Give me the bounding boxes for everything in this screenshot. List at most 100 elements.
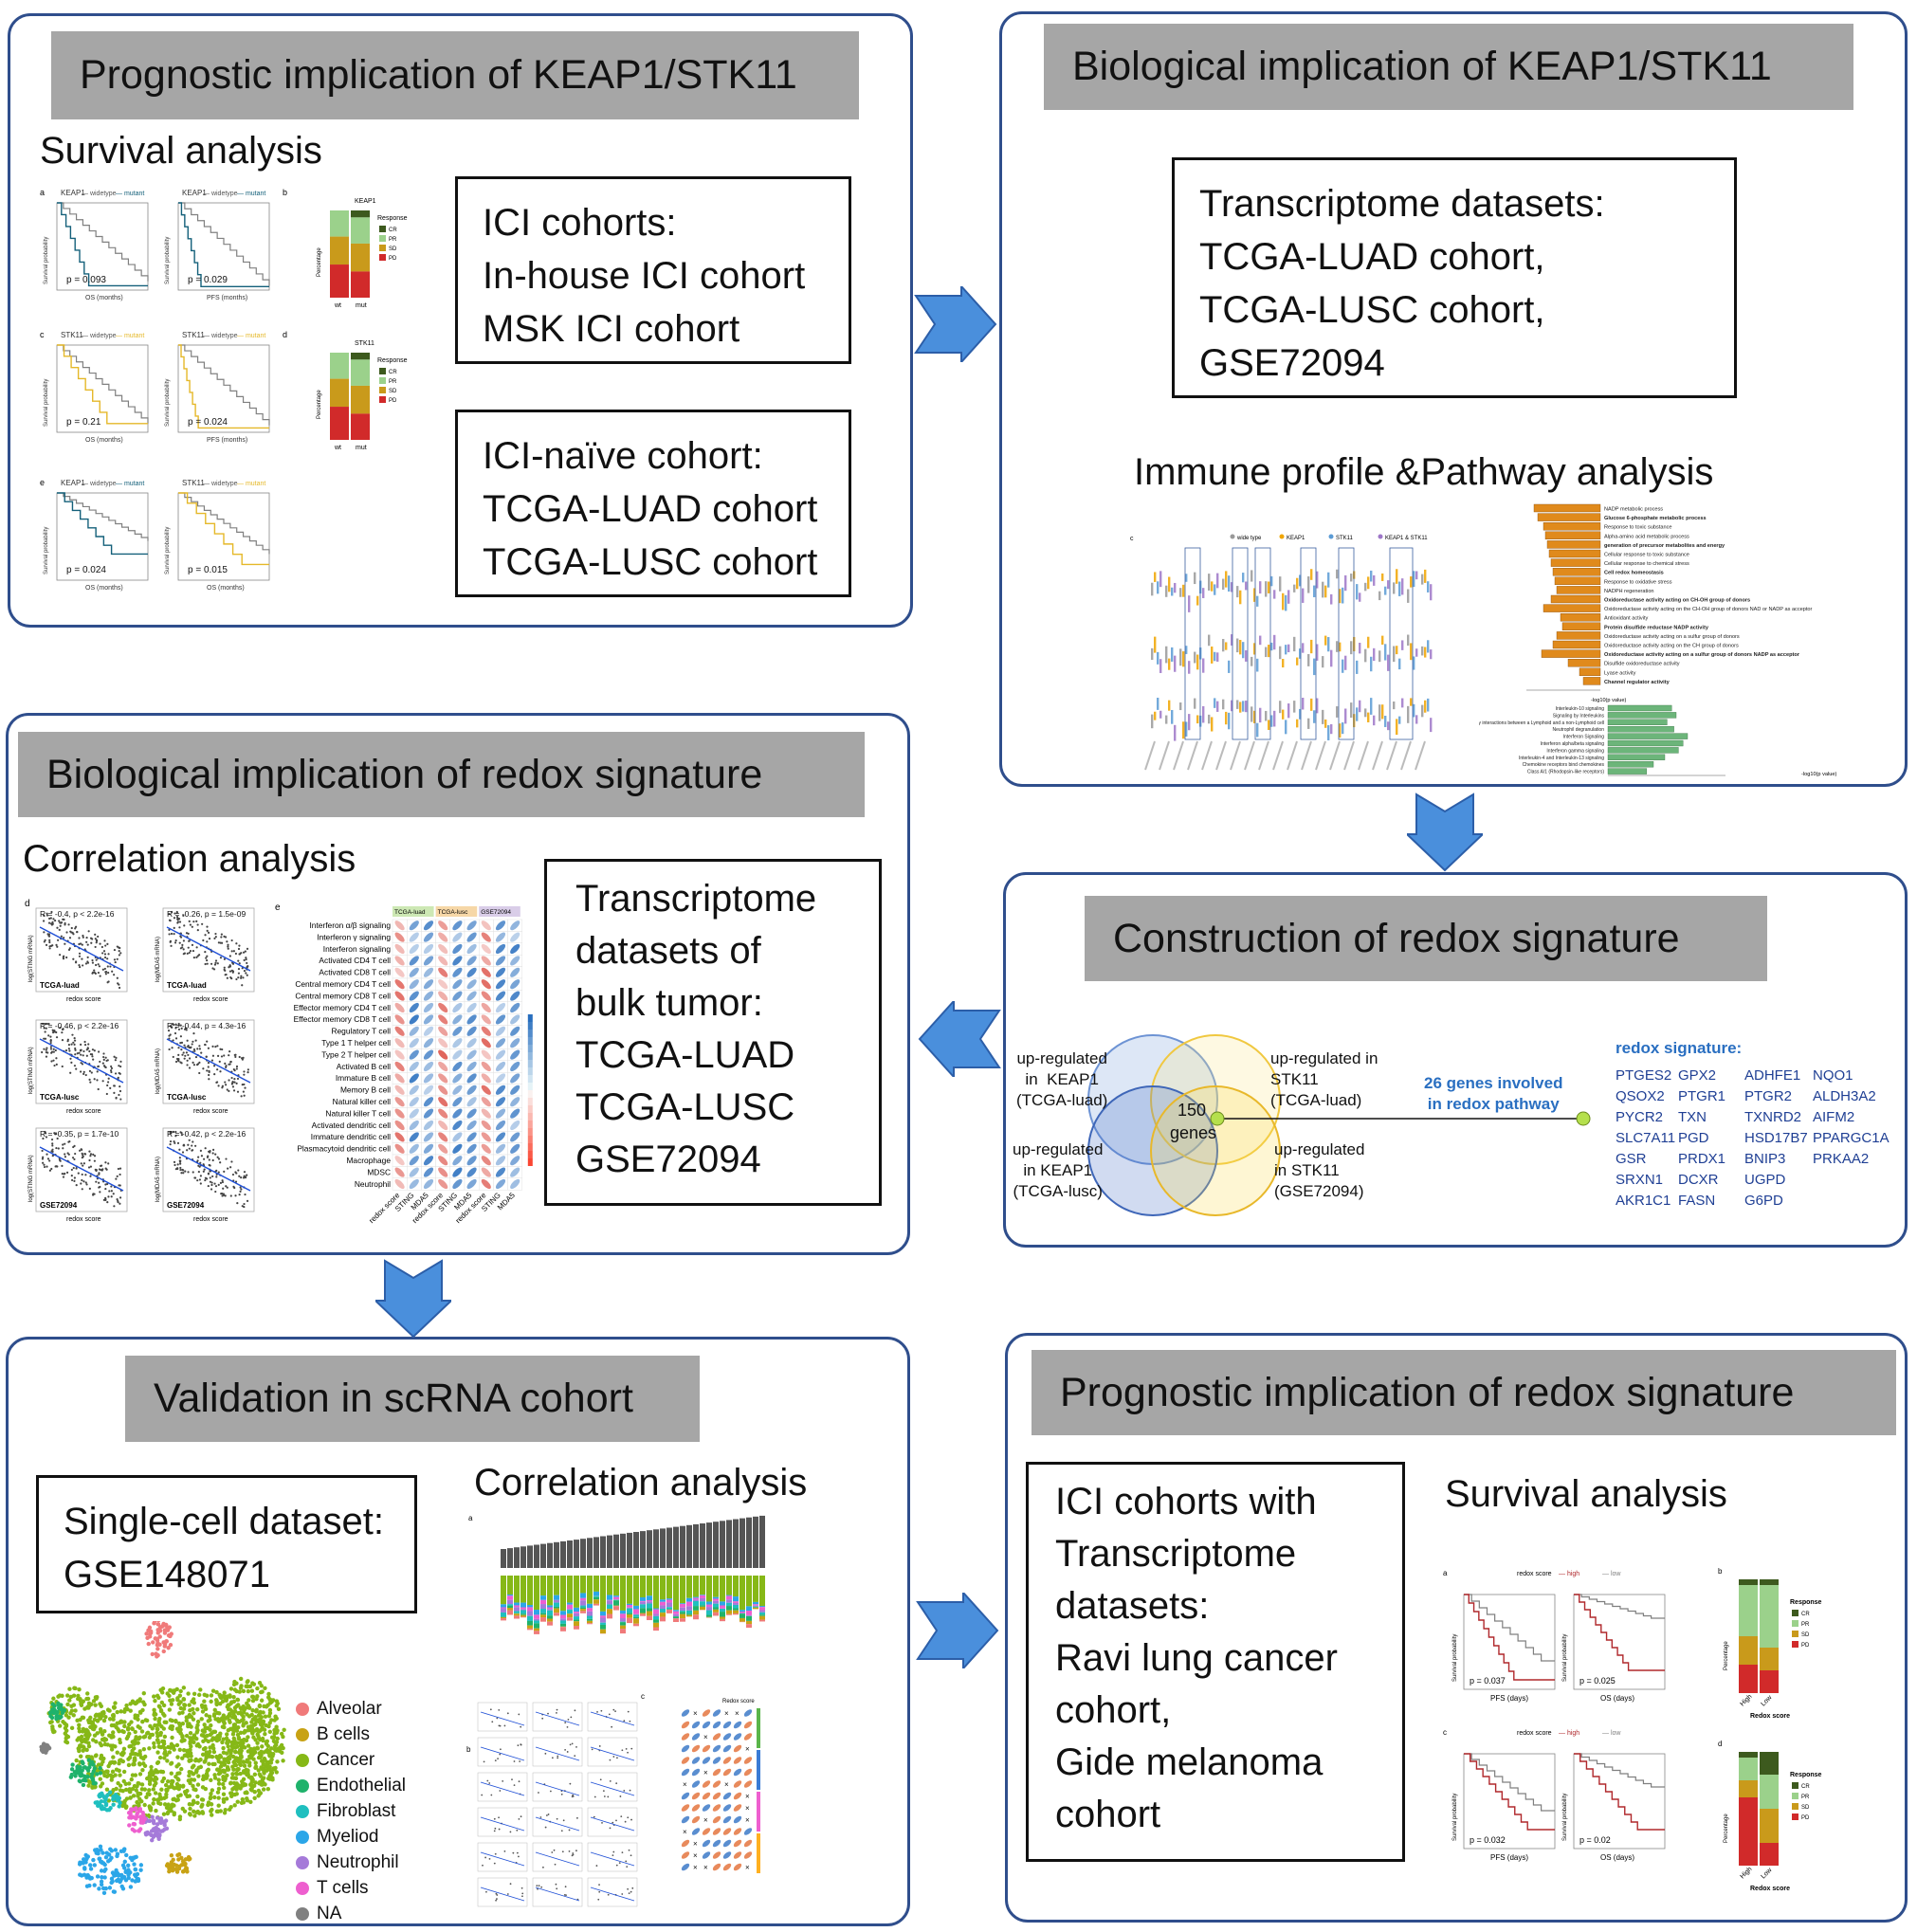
umap-cell-point <box>156 1704 162 1709</box>
umap-cell-point <box>133 1867 137 1872</box>
correlation-ellipse <box>466 1143 477 1154</box>
correlation-ellipse <box>438 943 448 955</box>
scatter-point <box>216 962 219 965</box>
scatter-point <box>189 950 192 953</box>
scatter-point <box>72 1166 75 1170</box>
scatter-point <box>173 912 176 915</box>
composition-segment <box>580 1597 586 1601</box>
scatter-point <box>207 1062 210 1065</box>
scatter-point <box>181 943 184 947</box>
composition-segment <box>613 1595 619 1597</box>
composition-segment <box>746 1606 752 1612</box>
box-line: Transcriptome <box>1055 1533 1297 1575</box>
scatter-point <box>230 969 233 972</box>
signature-gene: HSD17B7 <box>1744 1130 1808 1146</box>
composition-segment <box>547 1610 553 1616</box>
umap-cell-point <box>113 1701 118 1705</box>
stacked-bar-segment <box>1739 1797 1758 1866</box>
umap-cell-point <box>113 1773 118 1777</box>
boxplot-box <box>1208 714 1211 724</box>
composition-segment <box>647 1601 652 1604</box>
plot-frame <box>1573 1753 1666 1850</box>
correlation-ellipse <box>466 920 477 931</box>
mini-scatter-point <box>625 1747 628 1750</box>
signature-gene: DCXR <box>1678 1172 1719 1188</box>
umap-cell-point <box>162 1642 168 1647</box>
umap-cell-point <box>155 1647 160 1651</box>
km-widetype <box>178 202 270 286</box>
scatter-point <box>245 957 247 959</box>
scatter-point <box>214 1190 217 1194</box>
panel-letter: c <box>1443 1728 1447 1737</box>
composition-segment <box>660 1613 666 1617</box>
correlation-ellipse <box>409 1061 419 1072</box>
composition-segment <box>560 1618 566 1621</box>
boxplot-box <box>1356 584 1359 600</box>
umap-cell-point <box>73 1774 78 1778</box>
umap-cell-point <box>230 1764 235 1769</box>
scatter-point <box>179 1041 182 1045</box>
scatter-point <box>81 957 83 960</box>
umap-cell-point <box>150 1814 155 1819</box>
scatter-point <box>82 1072 85 1075</box>
umap-cell-point <box>141 1814 146 1818</box>
panel-title-construction-redox: Construction of redox signature <box>1085 896 1767 981</box>
scatter-point <box>91 1053 94 1056</box>
mini-scatter-point <box>568 1829 571 1832</box>
umap-cell-point <box>218 1764 224 1769</box>
color-scale-step <box>527 1014 533 1022</box>
correlation-ellipse <box>466 1061 477 1072</box>
umap-cell-point <box>81 1744 85 1749</box>
umap-cell-point <box>152 1796 156 1802</box>
umap-cell-point <box>196 1692 202 1698</box>
scatter-point <box>173 941 177 944</box>
umap-cell-point <box>201 1746 207 1752</box>
correlation-ellipse <box>438 1061 448 1072</box>
correlation-ellipse <box>481 943 491 955</box>
umap-cell-point <box>76 1693 81 1699</box>
scatter-point <box>47 1022 50 1026</box>
scatter-point <box>204 1178 207 1182</box>
umap-cell-point <box>91 1738 96 1742</box>
mini-regression-line <box>480 1851 525 1867</box>
umap-cell-point <box>108 1773 114 1778</box>
umap-cell-point <box>173 1867 178 1872</box>
scatter-point <box>101 1080 104 1083</box>
stacked-bar-segment <box>330 264 349 298</box>
correlation-ellipse <box>691 1768 701 1777</box>
correlation-ellipse <box>481 1026 491 1036</box>
umap-cell-point <box>156 1800 161 1806</box>
umap-cell-point <box>186 1691 191 1696</box>
boxplot-box <box>1245 581 1248 591</box>
boxplot-box <box>1344 708 1347 724</box>
scatter-point <box>186 1064 189 1066</box>
y-label: log(MDA5 mRNA) <box>155 1157 161 1202</box>
scatter-point <box>214 1185 218 1188</box>
umap-cell-point <box>81 1857 86 1862</box>
correlation-ellipse <box>394 1061 405 1072</box>
correlation-ellipse <box>438 1084 448 1095</box>
mini-scatter-point <box>516 1851 519 1854</box>
scatter-point <box>47 934 50 938</box>
legend-wt: — widetype <box>203 481 238 487</box>
mini-scatter-point <box>496 1717 499 1720</box>
color-scale-step <box>527 1045 533 1052</box>
scatter-point <box>112 1193 115 1195</box>
mini-scatter-point <box>598 1745 601 1747</box>
scatter-point <box>233 1186 236 1190</box>
umap-cell-point <box>279 1731 284 1737</box>
scatter-point <box>176 1059 180 1062</box>
composition-segment <box>640 1613 646 1616</box>
composition-segment <box>693 1606 699 1611</box>
group-side-bar <box>757 1792 760 1832</box>
legend-label: SD <box>1801 1805 1810 1811</box>
scatter-point <box>110 1185 113 1188</box>
umap-cell-point <box>132 1746 137 1751</box>
mini-scatter-point <box>537 1887 539 1890</box>
correlation-ellipse <box>423 1061 434 1072</box>
umap-cell-point <box>216 1803 221 1808</box>
bar-xtitle: Redox score <box>1750 1886 1790 1892</box>
boxplot-box <box>1159 710 1162 719</box>
boxplot-box <box>1270 575 1273 587</box>
boxplot-box <box>1282 659 1285 668</box>
